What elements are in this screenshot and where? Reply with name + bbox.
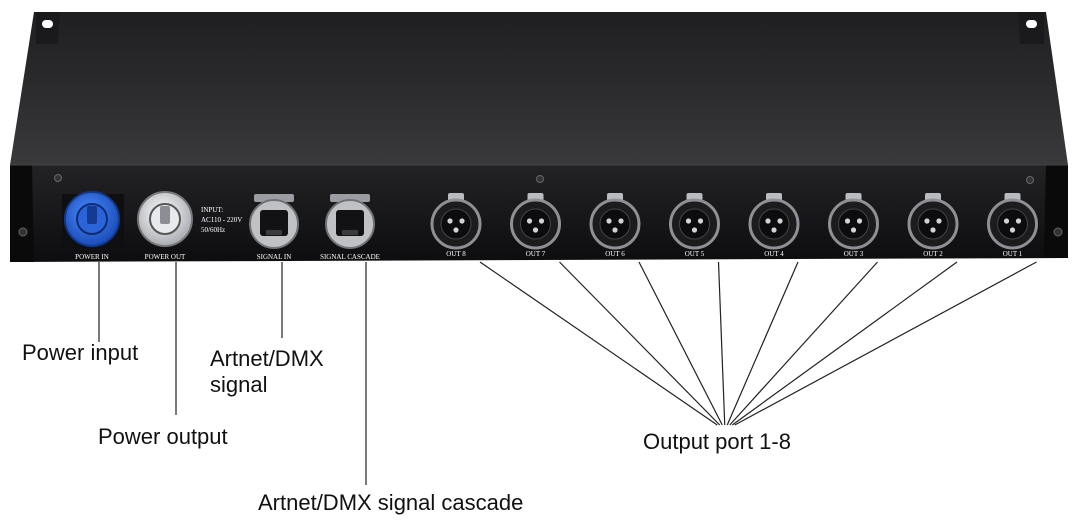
input-spec-line3: 50/60Hz bbox=[201, 226, 225, 234]
output-leader-line bbox=[731, 261, 958, 426]
output-port-label: OUT 7 bbox=[526, 250, 546, 258]
output-leader-line bbox=[734, 261, 1037, 426]
leader-lines bbox=[98, 261, 1037, 485]
power-out-label: POWER OUT bbox=[145, 253, 186, 261]
callout-artnet-signal-line2: signal bbox=[210, 372, 268, 397]
input-spec-line1: INPUT: bbox=[201, 206, 223, 214]
output-leader-line bbox=[726, 261, 799, 426]
callout-output-ports: Output port 1-8 bbox=[643, 429, 791, 454]
power-in-label: POWER IN bbox=[75, 253, 109, 261]
callout-power-input: Power input bbox=[22, 340, 139, 365]
xlr-output-connector bbox=[510, 193, 561, 250]
output-ports: OUT 8 OUT 7 OUT 6 OUT 5 OUT 4 OUT 3 OUT 2 OUT 1 bbox=[430, 193, 1038, 258]
output-port-label: OUT 5 bbox=[685, 250, 705, 258]
output-leader-line bbox=[729, 261, 878, 426]
output-port-label: OUT 8 bbox=[446, 250, 466, 258]
output-port-label: OUT 1 bbox=[1003, 250, 1023, 258]
xlr-output-connector bbox=[669, 193, 720, 250]
rack-ear-left bbox=[36, 12, 60, 44]
xlr-output-connector bbox=[430, 193, 482, 250]
callout-artnet-cascade: Artnet/DMX signal cascade bbox=[258, 490, 524, 515]
signal-cascade-label: SIGNAL CASCADE bbox=[320, 253, 380, 261]
xlr-output-connector bbox=[907, 193, 959, 250]
output-leader-line bbox=[638, 261, 723, 426]
callout-power-output: Power output bbox=[98, 424, 228, 449]
output-port-label: OUT 6 bbox=[605, 250, 625, 258]
chassis-top bbox=[10, 12, 1068, 165]
output-leader-line bbox=[479, 261, 718, 426]
callout-artnet-signal-line1: Artnet/DMX bbox=[210, 346, 324, 371]
power-out-connector bbox=[137, 191, 193, 247]
signal-in-connector bbox=[249, 194, 299, 249]
input-spec-line2: AC110 - 220V bbox=[201, 216, 242, 224]
signal-in-label: SIGNAL IN bbox=[257, 253, 292, 261]
power-in-connector bbox=[62, 191, 124, 248]
xlr-output-connector bbox=[748, 193, 800, 250]
callout-artnet-signal: Artnet/DMX signal bbox=[210, 346, 324, 398]
output-leader-line bbox=[717, 261, 726, 426]
output-leader-line bbox=[559, 261, 721, 426]
xlr-output-connector bbox=[828, 193, 879, 250]
output-port-label: OUT 3 bbox=[844, 250, 864, 258]
rack-ear-right bbox=[1018, 12, 1044, 44]
xlr-output-connector bbox=[589, 193, 641, 250]
output-port-label: OUT 2 bbox=[923, 250, 943, 258]
screw-icon bbox=[18, 174, 1063, 237]
xlr-output-connector bbox=[987, 193, 1038, 250]
output-port-label: OUT 4 bbox=[764, 250, 784, 258]
signal-cascade-connector bbox=[325, 194, 375, 249]
